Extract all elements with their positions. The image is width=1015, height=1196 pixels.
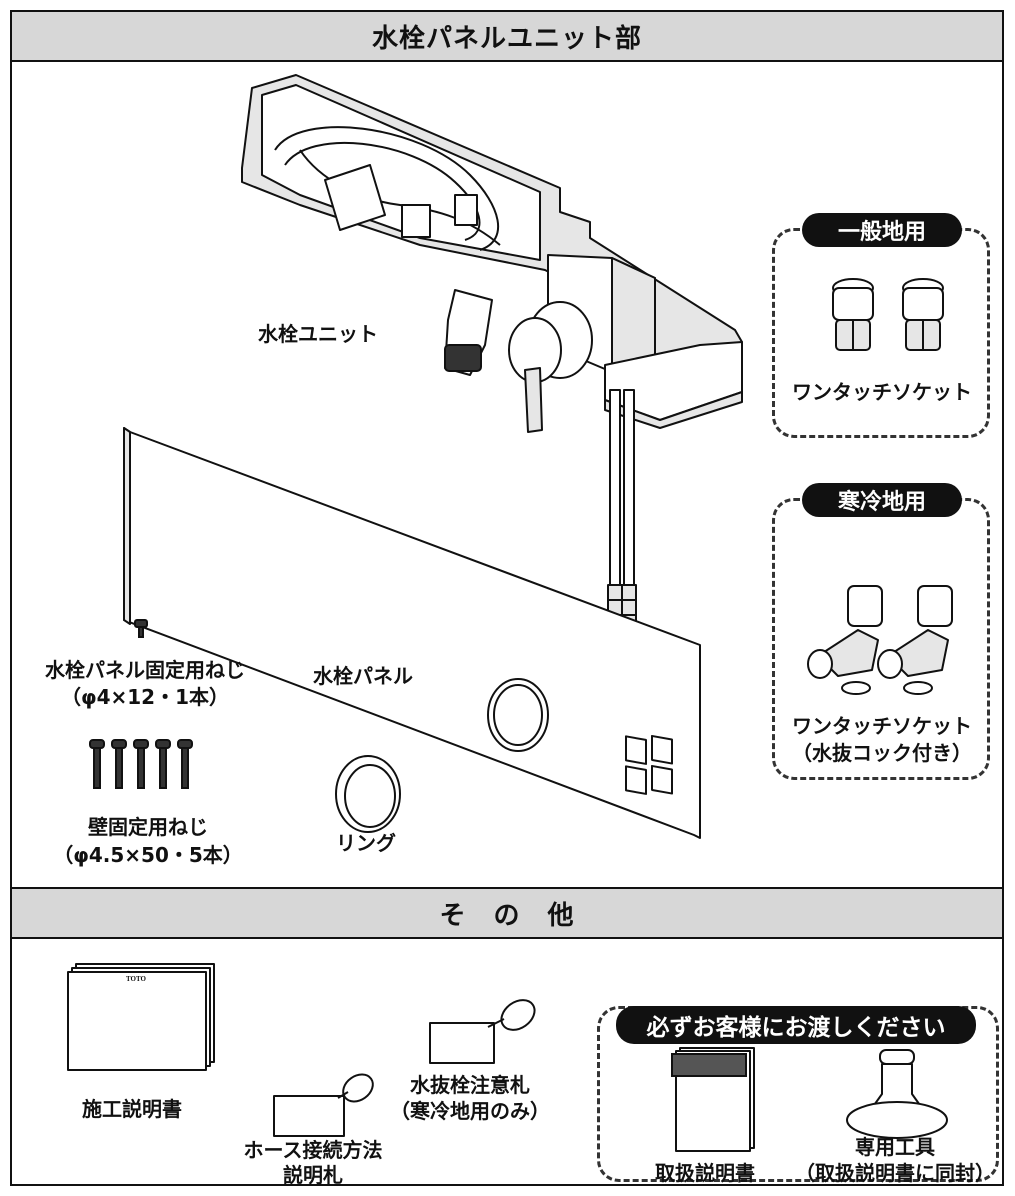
faucet-unit-label: 水栓ユニット	[258, 322, 378, 346]
section-title: そ の 他	[439, 900, 575, 931]
panel-screw-label-line2: （φ4×12・1本）	[60, 685, 230, 709]
special-tool-icon	[846, 1049, 948, 1139]
section-header-faucet-panel-unit: 水栓パネルユニット部	[10, 10, 1004, 62]
construction-manual-label: 施工説明書	[82, 1097, 182, 1121]
wall-screw-label-line2: （φ4.5×50・5本）	[53, 843, 243, 867]
cold-socket-label-line1: ワンタッチソケット	[792, 714, 972, 738]
general-sockets-icon	[832, 278, 944, 351]
wall-screws-icon	[89, 739, 193, 789]
hose-tag-label-line1: ホース接続方法	[243, 1138, 383, 1162]
general-area-badge: 一般地用	[802, 213, 962, 247]
construction-manual-icon	[67, 963, 215, 1071]
customer-handover-badge: 必ずお客様にお渡しください	[616, 1006, 976, 1044]
booklet-brand: TOTO	[126, 975, 146, 983]
cold-sockets-icon	[807, 585, 953, 695]
faucet-panel-label: 水栓パネル	[313, 664, 413, 688]
instruction-manual-label: 取扱説明書	[655, 1161, 755, 1185]
special-tool-label-line2: （取扱説明書に同封）	[795, 1161, 995, 1185]
general-socket-label: ワンタッチソケット	[792, 380, 972, 404]
faucet-unit-illustration	[241, 74, 743, 659]
hose-tag-label-line2: 説明札	[283, 1163, 343, 1187]
ring-icon	[335, 755, 401, 833]
special-tool-label-line1: 専用工具	[855, 1135, 935, 1159]
instruction-manual-icon	[671, 1047, 755, 1152]
drain-tag-label-line1: 水抜栓注意札	[410, 1073, 530, 1097]
cold-socket-label-line2: （水抜コック付き）	[792, 741, 972, 765]
ring-label: リング	[336, 831, 396, 855]
section-header-others: そ の 他	[10, 887, 1004, 939]
section-title: 水栓パネルユニット部	[371, 23, 642, 54]
panel-screw-label-line1: 水栓パネル固定用ねじ	[45, 658, 245, 682]
drain-tag-icon	[429, 999, 536, 1064]
cold-area-badge: 寒冷地用	[802, 483, 962, 517]
wall-screw-label-line1: 壁固定用ねじ	[88, 815, 208, 839]
panel-screw-icon	[134, 619, 148, 638]
faucet-panel-illustration	[123, 427, 701, 839]
drain-tag-label-line2: （寒冷地用のみ）	[390, 1099, 550, 1123]
hose-tag-icon	[273, 1073, 374, 1137]
